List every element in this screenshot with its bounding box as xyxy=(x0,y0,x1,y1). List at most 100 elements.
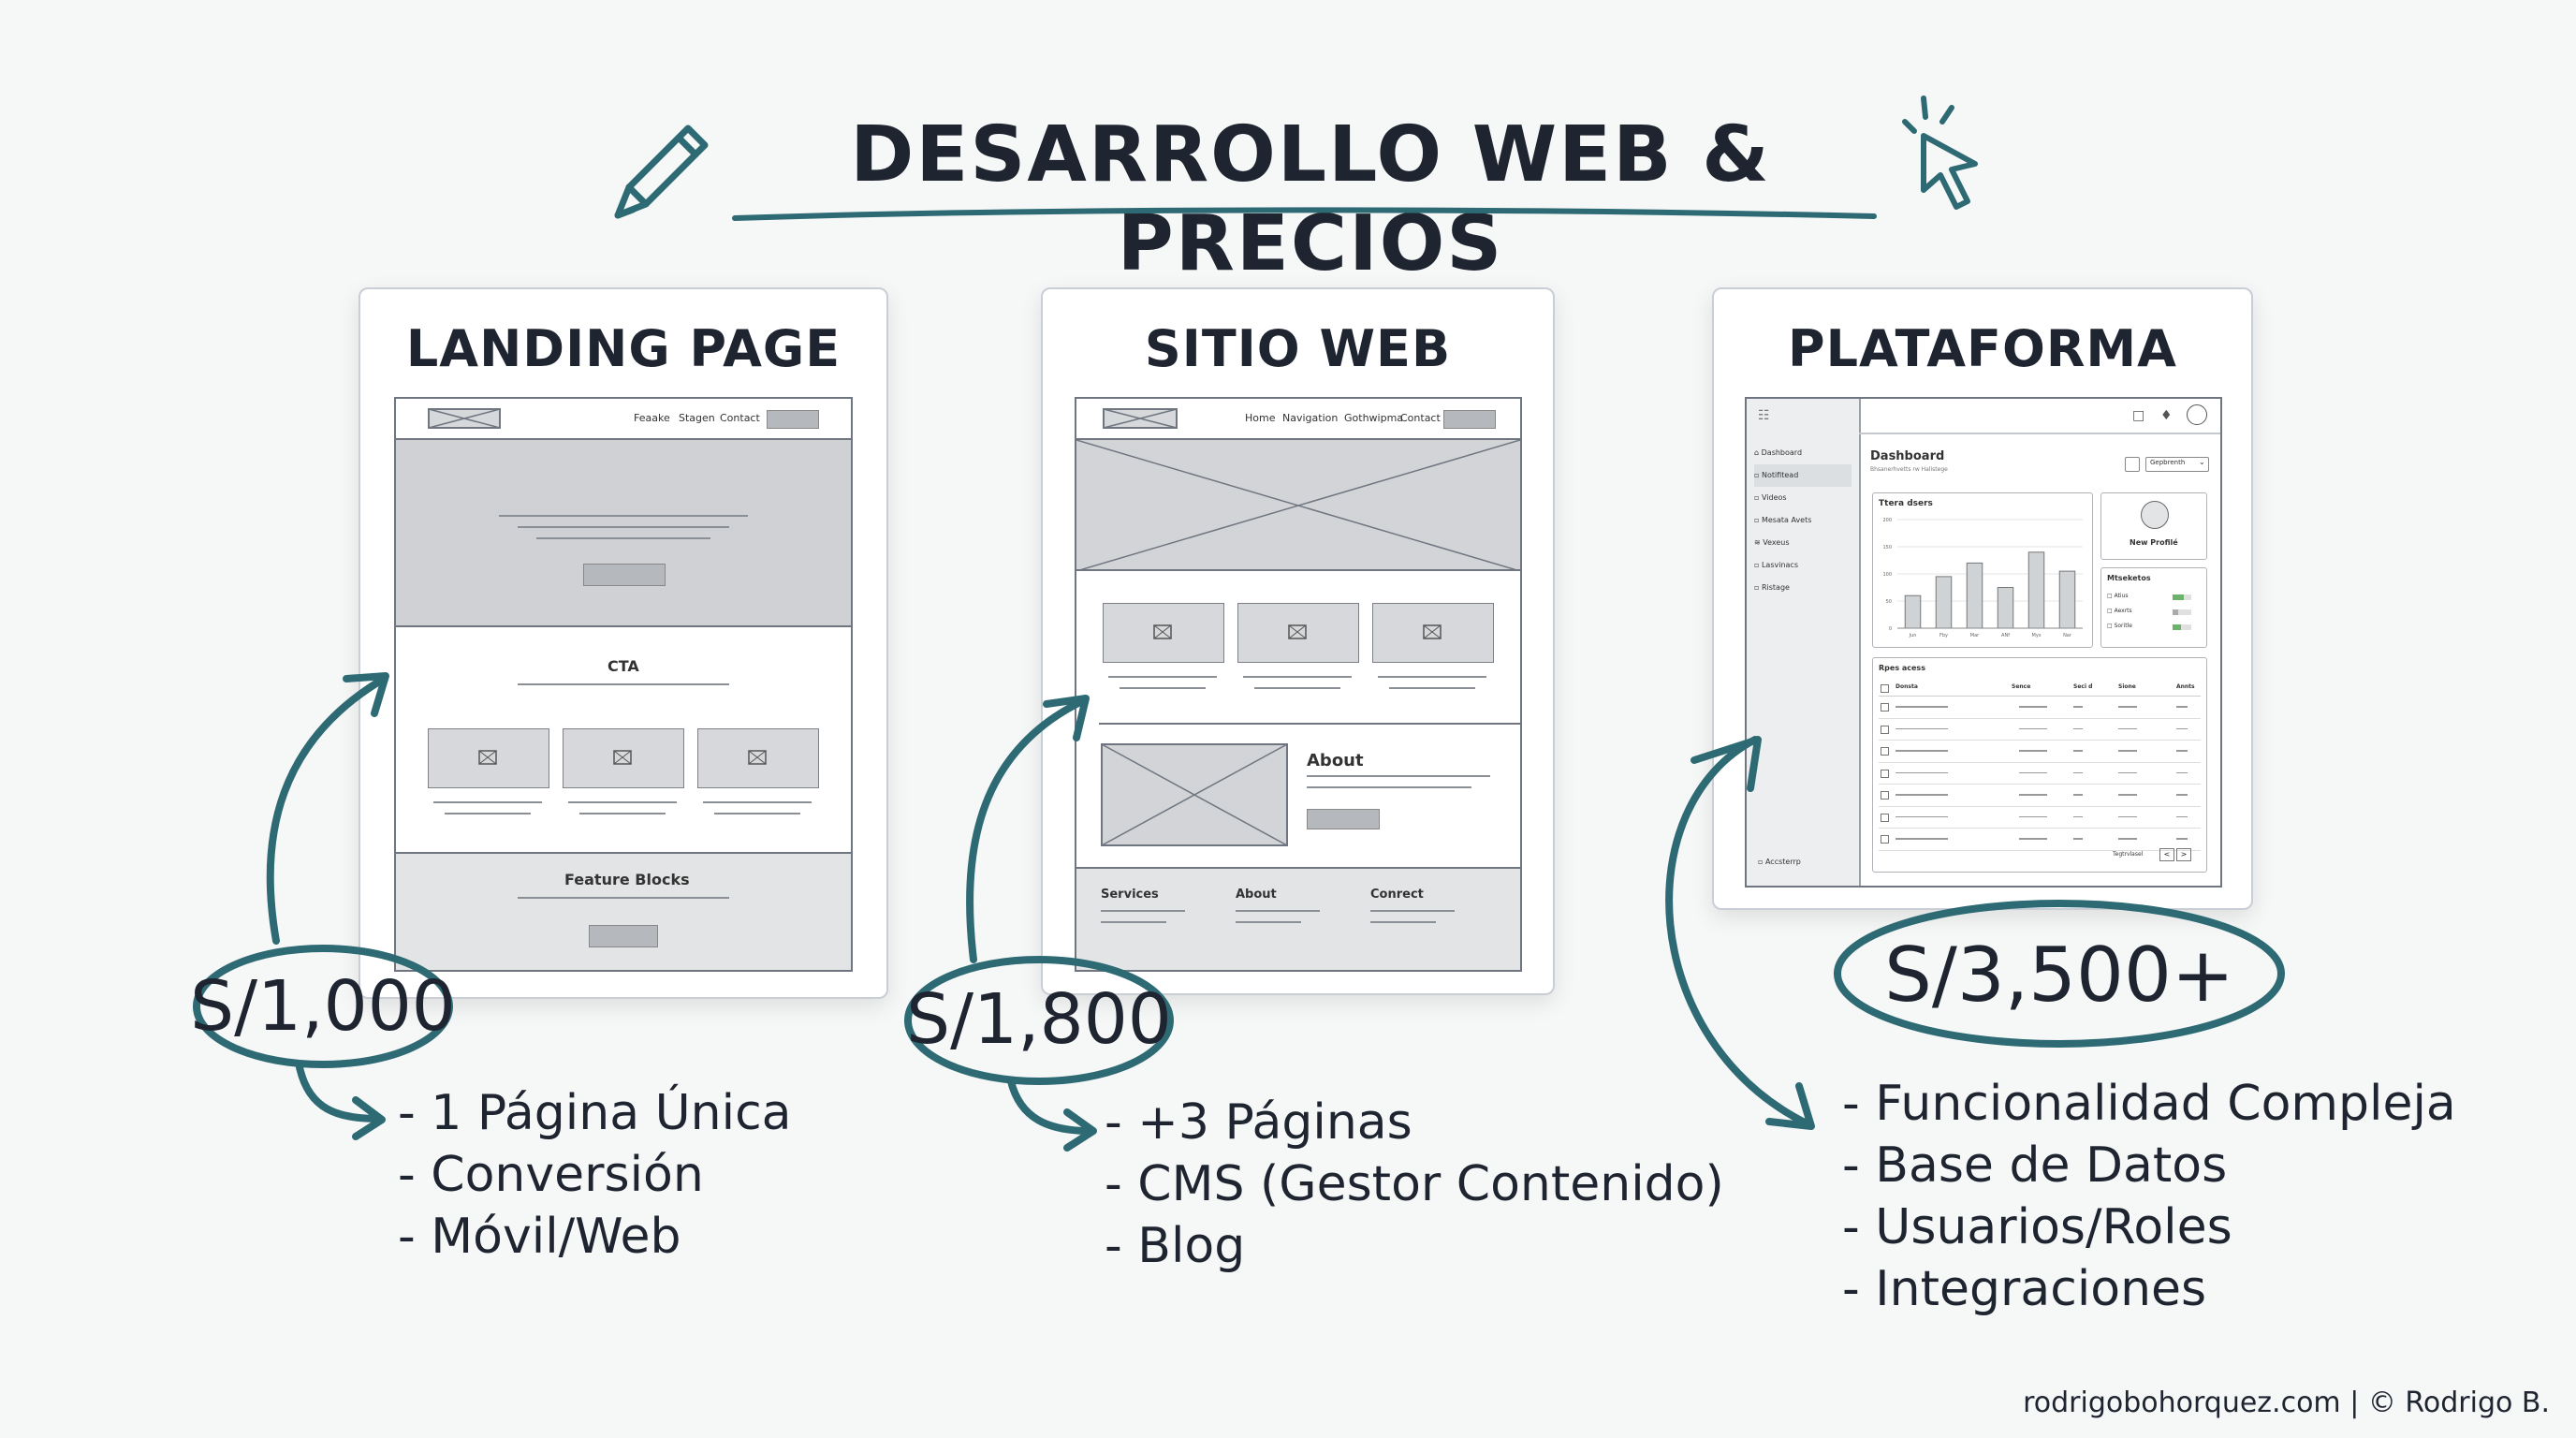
sidebar-bottom-item[interactable]: ▫ Accsterrp xyxy=(1758,858,1801,866)
nav-button[interactable] xyxy=(1443,410,1496,429)
sidebar-item[interactable]: ▫ Lasvinacs xyxy=(1754,561,1798,569)
cell-placeholder xyxy=(2073,727,2083,729)
nav-button[interactable] xyxy=(767,410,819,429)
nav-link[interactable]: Home xyxy=(1245,412,1276,424)
image-icon xyxy=(1153,624,1172,639)
checkbox[interactable] xyxy=(1881,725,1889,734)
storage-icon: ▫ xyxy=(1754,583,1760,592)
table-row[interactable] xyxy=(1879,807,2201,829)
hero-button[interactable] xyxy=(583,564,666,586)
pencil-icon xyxy=(614,125,709,219)
column-header[interactable]: Annts xyxy=(2176,683,2195,690)
bell-icon: ▫ xyxy=(1754,471,1760,479)
wire-footer: Services About Conrect xyxy=(1076,867,1520,970)
column-header[interactable]: Sione xyxy=(2118,683,2136,690)
y-tick-label: 150 xyxy=(1882,545,1892,550)
price-landing: S/1,000 xyxy=(190,966,456,1047)
metrics-panel: Mtseketos □ Atius □ Aexrts □ Soritle xyxy=(2100,567,2207,648)
cell-placeholder xyxy=(1895,706,1948,708)
cell-placeholder xyxy=(2019,706,2047,708)
cell-placeholder xyxy=(2019,794,2047,796)
cell-placeholder xyxy=(2073,794,2083,796)
nav-link[interactable]: Contact xyxy=(720,412,760,424)
table-row[interactable] xyxy=(1879,719,2201,741)
checkbox[interactable] xyxy=(1881,747,1889,756)
checkbox[interactable] xyxy=(1881,684,1889,693)
table-row[interactable] xyxy=(1879,741,2201,763)
table-row[interactable] xyxy=(1879,829,2201,851)
metric-row: □ Atius xyxy=(2107,593,2129,599)
bell-icon[interactable]: ♦ xyxy=(2160,408,2173,423)
image-placeholder xyxy=(1372,603,1494,663)
metrics-title: Mtseketos xyxy=(2107,574,2151,582)
feature-item: Blog xyxy=(1105,1215,1724,1277)
prev-page-icon[interactable]: < xyxy=(2159,848,2174,861)
arrow-to-card xyxy=(266,675,388,945)
price-ellipse xyxy=(904,956,1174,1085)
checkbox[interactable] xyxy=(1881,813,1889,822)
image-icon xyxy=(613,750,632,765)
account-icon: ▫ xyxy=(1758,858,1764,866)
feature-item: Funcionalidad Compleja xyxy=(1842,1073,2456,1135)
cell-placeholder xyxy=(1895,727,1948,729)
y-tick-label: 100 xyxy=(1882,572,1892,578)
window-icon[interactable]: □ xyxy=(2132,408,2145,423)
feature-button[interactable] xyxy=(589,925,658,947)
nav-link[interactable]: Navigation xyxy=(1282,412,1339,424)
wire-nav: Home Navigation Gothwipma Contact xyxy=(1076,399,1520,440)
checkbox[interactable] xyxy=(1881,835,1889,844)
card-title: LANDING PAGE xyxy=(405,319,842,378)
cell-placeholder xyxy=(2019,815,2047,817)
dropdown[interactable]: Gepbrenth ⌄ xyxy=(2145,457,2209,472)
sidebar-item[interactable]: ⌂ Dashboard xyxy=(1754,448,1803,457)
price-plataforma: S/3,500+ xyxy=(1884,932,2234,1019)
next-page-icon[interactable]: > xyxy=(2176,848,2191,861)
card-title: SITIO WEB xyxy=(1144,319,1452,378)
checkbox[interactable] xyxy=(1881,703,1889,712)
nav-link[interactable]: Stagen xyxy=(679,412,715,424)
app-logo-icon: ☷ xyxy=(1758,408,1770,423)
about-image-placeholder xyxy=(1101,743,1288,846)
cta-label: CTA xyxy=(607,657,639,675)
about-button[interactable] xyxy=(1307,809,1380,829)
y-tick-label: 200 xyxy=(1882,518,1892,523)
cell-placeholder xyxy=(2118,794,2137,796)
feature-item: 1 Página Única xyxy=(398,1082,791,1144)
wireframe-landing: Feaake Stagen Contact CTA Feature Blocks xyxy=(394,397,853,972)
nav-link[interactable]: Gothwipma xyxy=(1344,412,1404,424)
filter-icon[interactable] xyxy=(2125,457,2140,472)
table-row[interactable] xyxy=(1879,697,2201,719)
sidebar-item[interactable]: ≋ Vexeus xyxy=(1754,538,1790,547)
feature-item: Móvil/Web xyxy=(398,1206,792,1268)
checkbox[interactable] xyxy=(1881,791,1889,800)
sidebar-item[interactable]: ▫ Videos xyxy=(1754,493,1787,502)
cell-placeholder xyxy=(2176,838,2188,840)
cell-placeholder xyxy=(2118,750,2137,752)
feature-item: CMS (Gestor Contenido) xyxy=(1105,1153,1723,1215)
stats-icon: ≋ xyxy=(1754,538,1761,547)
x-tick-label: Nar xyxy=(2063,633,2072,638)
table-row[interactable] xyxy=(1879,763,2201,785)
column-header[interactable]: Sence xyxy=(2012,683,2031,690)
nav-link[interactable]: Feaake xyxy=(634,412,670,424)
cell-placeholder xyxy=(1895,750,1948,752)
cell-placeholder xyxy=(2176,794,2188,796)
column-header[interactable]: Donsta xyxy=(1895,683,1918,690)
checkbox[interactable] xyxy=(1881,769,1889,778)
sidebar-item[interactable]: ▫ Mesata Avets xyxy=(1754,516,1812,524)
y-tick-label: 0 xyxy=(1889,626,1892,632)
table-row[interactable] xyxy=(1879,785,2201,807)
card-landing-page: LANDING PAGE Feaake Stagen Contact CTA xyxy=(359,287,888,999)
pager-label: Tegtrvlasel xyxy=(2113,851,2144,858)
sidebar-item[interactable]: ▫ Ristage xyxy=(1754,583,1790,592)
feature-item: Integraciones xyxy=(1842,1258,2456,1320)
cell-placeholder xyxy=(2019,838,2047,840)
footer-credit: rodrigobohorquez.com | © Rodrigo B. xyxy=(2023,1387,2550,1419)
nav-link[interactable]: Contact xyxy=(1400,412,1441,424)
dash-sidebar: ☷ ⌂ Dashboard ▫ Notifitead ▫ Videos ▫ Me… xyxy=(1747,399,1861,886)
avatar-icon[interactable] xyxy=(2187,404,2207,425)
sidebar-item-active[interactable]: ▫ Notifitead xyxy=(1754,464,1852,487)
column-header[interactable]: Seci d xyxy=(2073,683,2093,690)
